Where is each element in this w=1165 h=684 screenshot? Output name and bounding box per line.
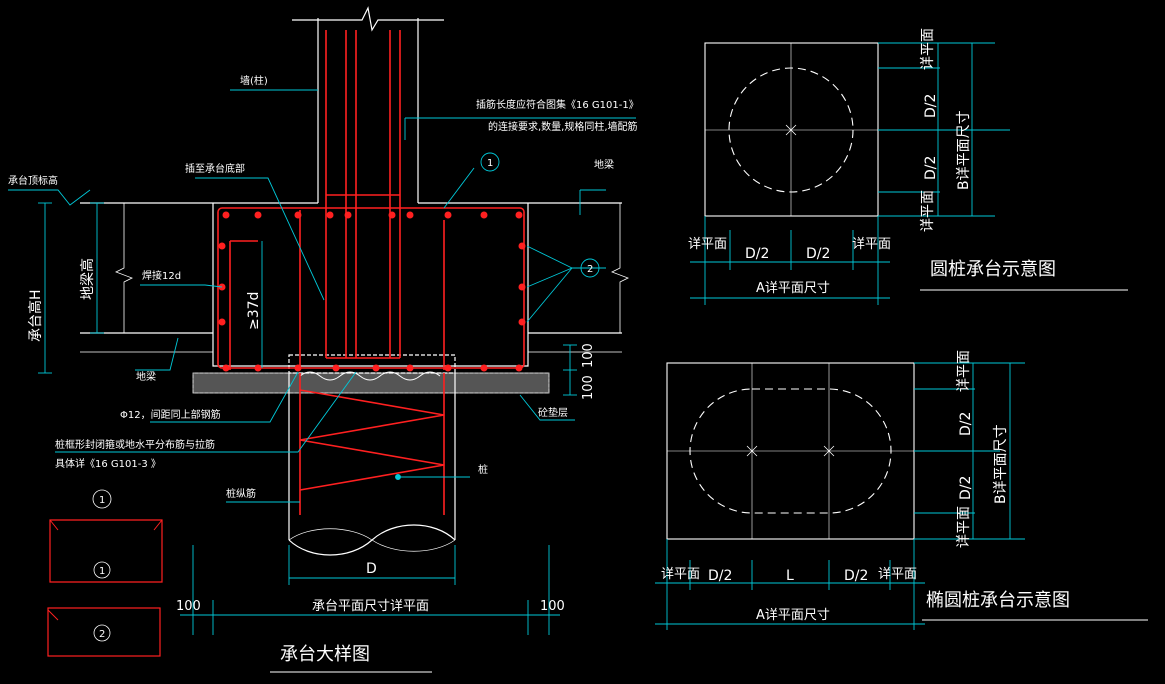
- pile-cap-detail: 墙(柱) 插筋长度应符合图集《16 G101-1》 的连接要求,数量,规格同柱,…: [8, 6, 639, 673]
- oval-d2-top: D/2: [958, 412, 974, 436]
- dim-100-a: 100: [581, 343, 596, 368]
- cap-top-elevation-label: 承台顶标高: [8, 174, 58, 187]
- round-detail-top: 详平面: [920, 28, 936, 70]
- marker-1: 1: [487, 158, 493, 169]
- oval-detail-bottom: 详平面: [956, 506, 972, 548]
- weld-length-label: 焊接12d: [142, 269, 181, 282]
- oval-d2-right: D/2: [844, 568, 868, 584]
- round-d2-top: D/2: [923, 94, 939, 118]
- oval-b-size: B详平面尺寸: [993, 424, 1009, 504]
- detail-leaders: [8, 89, 636, 673]
- wall-column-label: 墙(柱): [240, 74, 268, 87]
- dim-100-left: 100: [176, 599, 201, 614]
- cushion-label: 砼垫层: [538, 406, 568, 419]
- anchor-length-label: ≥37d: [246, 292, 262, 330]
- cushion-layer: [192, 372, 550, 394]
- round-d2-left: D/2: [745, 246, 769, 262]
- round-detail-bottom: 详平面: [920, 190, 936, 232]
- rebar-dots: [218, 211, 526, 372]
- round-b-size: B详平面尺寸: [956, 110, 972, 190]
- oval-detail-left: 详平面: [661, 567, 700, 582]
- dim-D: D: [366, 561, 377, 577]
- ground-beam-bottom-label: 地梁: [136, 370, 156, 383]
- dim-100-b: 100: [581, 375, 596, 400]
- rebar-legend: 1 1 2: [47, 489, 163, 657]
- round-pile-cap-title: 圆桩承台示意图: [930, 259, 1056, 280]
- round-detail-left: 详平面: [688, 237, 727, 252]
- round-d2-right: D/2: [806, 246, 830, 262]
- pile-cap-detail-title: 承台大样图: [280, 644, 370, 665]
- round-pile-cap: 详平面 D/2 D/2 详平面 B详平面尺寸 详平面 D/2 D/2 详平面 A…: [688, 28, 1128, 305]
- legend-marker-1: 1: [99, 495, 105, 506]
- cap-plan-size-label: 承台平面尺寸详平面: [312, 599, 429, 614]
- oval-pile-cap: 详平面 D/2 D/2 详平面 B详平面尺寸 详平面 D/2 L D/2 详平面…: [655, 350, 1148, 630]
- oval-pile-cap-title: 椭圆桩承台示意图: [926, 590, 1070, 611]
- pile-label: 桩: [478, 463, 488, 476]
- pile-body: [288, 354, 456, 556]
- round-a-size: A详平面尺寸: [756, 281, 830, 296]
- rebar-note-line1: 插筋长度应符合图集《16 G101-1》: [476, 98, 639, 111]
- legend-marker-2: 2: [99, 629, 105, 640]
- pile-note-line1: 桩框形封闭箍或地水平分布筋与拉筋: [55, 438, 215, 451]
- round-d2-bottom: D/2: [923, 156, 939, 180]
- rebar-note-line2: 的连接要求,数量,规格同柱,墙配筋: [488, 120, 638, 133]
- phi12-note: Φ12，间距同上部钢筋: [120, 408, 221, 421]
- legend-marker-1-inner: 1: [99, 566, 105, 577]
- pile-note-line2: 具体详《16 G101-3 》: [55, 457, 161, 470]
- oval-detail-top: 详平面: [956, 350, 972, 392]
- oval-d2-left: D/2: [708, 568, 732, 584]
- pile-long-rebar-label: 桩纵筋: [226, 487, 256, 500]
- round-detail-right: 详平面: [852, 237, 891, 252]
- oval-d2-bottom: D/2: [958, 476, 974, 500]
- marker-2: 2: [587, 264, 593, 275]
- cap-height-label: 承台高H: [27, 289, 44, 342]
- pile-cap-outline: [80, 202, 629, 367]
- to-cap-bottom-label: 插至承台底部: [185, 162, 245, 175]
- oval-detail-right: 详平面: [878, 567, 917, 582]
- column-wall: [292, 6, 444, 203]
- dim-100-right: 100: [540, 599, 565, 614]
- ground-beam-top-label: 地梁: [594, 158, 614, 171]
- oval-a-size: A详平面尺寸: [756, 608, 830, 623]
- beam-height-label: 地梁高: [79, 258, 96, 300]
- oval-L: L: [786, 568, 794, 584]
